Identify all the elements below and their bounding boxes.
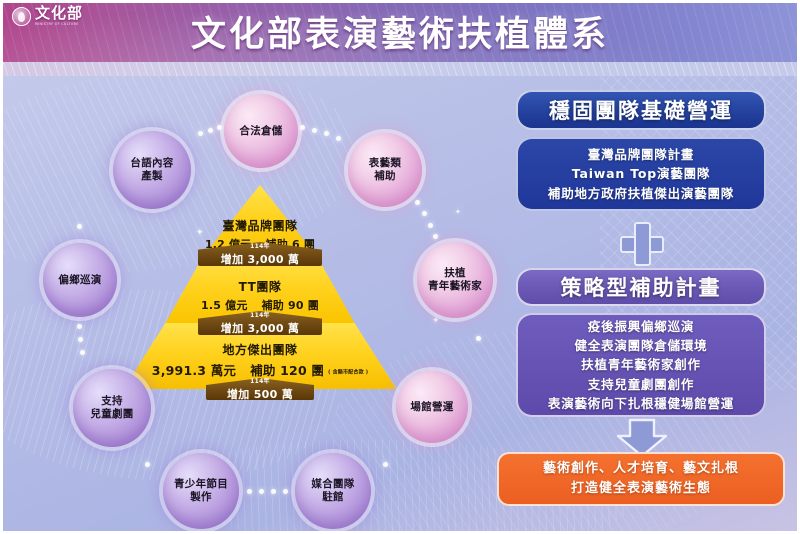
page-title: 文化部表演藝術扶植體系: [190, 14, 609, 55]
bubble-label: 扶植青年藝術家: [428, 267, 482, 292]
pyramid-increase-arrow-3: 114年 增加 500 萬: [206, 377, 314, 401]
bubble-young-artists[interactable]: 扶植青年藝術家: [417, 242, 493, 318]
page-header: 文化部表演藝術扶植體系 文化部 MINISTRY OF CULTURE: [0, 0, 800, 62]
arrow-3-year: 114年: [250, 377, 270, 385]
bubble-team-residency[interactable]: 媒合團隊駐館: [295, 453, 371, 529]
goal-line-2: 打造健全表演藝術生態: [570, 481, 711, 496]
arrow-1-year: 114年: [250, 242, 270, 250]
bubble-label: 媒合團隊駐館: [311, 478, 355, 503]
bubble-rural-tour[interactable]: 偏鄉巡演: [43, 243, 117, 317]
header-accent-band: [0, 62, 800, 76]
bubble-youth-program[interactable]: 青少年節目製作: [163, 453, 239, 529]
sparkle-icon: ✦: [455, 208, 461, 216]
tier-2-amount: 1.5 億元: [201, 298, 248, 312]
bubble-performing-arts-grant[interactable]: 表藝類補助: [348, 133, 422, 207]
goal-line-1: 藝術創作、人才培育、藝文扎根: [542, 460, 739, 476]
pyramid-tier-2: TT團隊 1.5 億元 補助 90 團: [105, 257, 415, 323]
tier-3-note: ( 含縣市配合款 ): [328, 369, 369, 376]
bubble-label: 支持兒童劇團: [90, 395, 134, 420]
panel-strategy-heading: 策略型補助計畫: [516, 268, 766, 306]
arrow-1-increase: 增加 3,000 萬: [220, 252, 300, 266]
bubble-label: 台語內容產製: [130, 157, 174, 182]
tier-3-amount: 3,991.3 萬元: [151, 363, 237, 378]
plus-icon: [620, 222, 664, 266]
panel-strategy-item: 表演藝術向下扎根穩健場館營運: [547, 396, 735, 412]
funding-pyramid: 臺灣品牌團隊 1.2 億元 補助 6 團 114年 增加 3,000 萬 TT團…: [105, 185, 415, 401]
logo-english-text: MINISTRY OF CULTURE: [35, 22, 79, 26]
ministry-logo-icon: [12, 6, 31, 26]
pyramid-increase-arrow-1: 114年 增加 3,000 萬: [198, 242, 322, 266]
tier-2-support: 補助 90 團: [261, 298, 319, 312]
tier-2-name: TT團隊: [238, 279, 282, 294]
bubble-label: 合法倉儲: [239, 124, 283, 137]
panel-base-item: Taiwan Top演藝團隊: [571, 166, 711, 182]
arrow-2-increase: 增加 3,000 萬: [220, 321, 300, 335]
panel-base-body: 臺灣品牌團隊計畫 Taiwan Top演藝團隊 補助地方政府扶植傑出演藝團隊: [516, 137, 766, 211]
down-arrow-icon: [614, 418, 670, 458]
goal-box: 藝術創作、人才培育、藝文扎根 打造健全表演藝術生態: [497, 452, 785, 506]
panel-base-item: 補助地方政府扶植傑出演藝團隊: [547, 185, 735, 201]
pyramid-increase-arrow-2: 114年 增加 3,000 萬: [198, 311, 322, 335]
arrow-3-increase: 增加 500 萬: [226, 387, 294, 401]
bubble-children-theatre[interactable]: 支持兒童劇團: [73, 369, 151, 447]
panel-strategy-body: 疫後振興偏鄉巡演 健全表演團隊倉儲環境 扶植青年藝術家創作 支持兒童劇團創作 表…: [516, 313, 766, 417]
arrow-2-year: 114年: [250, 311, 270, 319]
panel-strategy-item: 扶植青年藝術家創作: [581, 357, 701, 373]
panel-base-item: 臺灣品牌團隊計畫: [587, 146, 695, 162]
sparkle-icon: ✦: [432, 316, 440, 326]
bubble-label: 表藝類補助: [368, 157, 402, 182]
panel-strategy-item: 支持兒童劇團創作: [587, 376, 695, 392]
bubble-taiwanese-content[interactable]: 台語內容產製: [113, 131, 191, 209]
panel-strategy-item: 健全表演團隊倉儲環境: [574, 337, 708, 353]
bubble-label: 場館營運: [410, 400, 454, 413]
bubble-label: 青少年節目製作: [174, 478, 228, 503]
tier-3-name: 地方傑出團隊: [222, 343, 298, 357]
tier-3-support: 補助 120 團: [250, 363, 325, 378]
panel-base-heading: 穩固團隊基礎營運: [516, 90, 766, 130]
bubble-venue-operation[interactable]: 場館營運: [396, 371, 468, 443]
panel-strategy-item: 疫後振興偏鄉巡演: [587, 318, 695, 334]
ministry-logo: 文化部 MINISTRY OF CULTURE: [12, 6, 83, 26]
tier-1-name: 臺灣品牌團隊: [222, 218, 298, 233]
bubble-label: 偏鄉巡演: [58, 273, 102, 286]
bubble-legal-storage[interactable]: 合法倉儲: [224, 94, 298, 168]
logo-chinese-text: 文化部: [35, 4, 84, 22]
